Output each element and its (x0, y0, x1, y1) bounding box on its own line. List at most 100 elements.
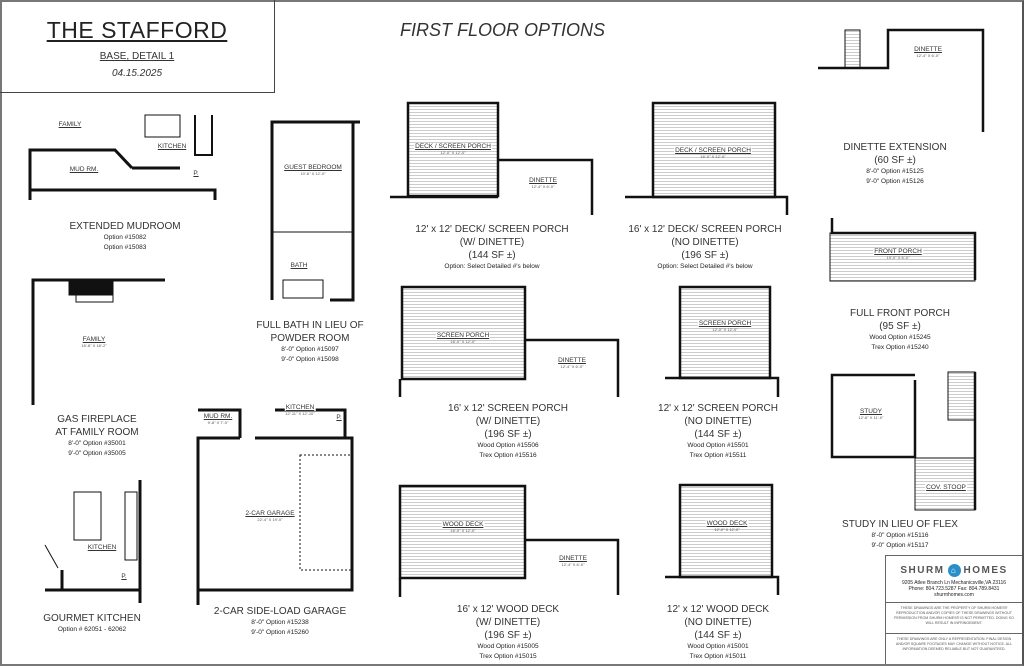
option-caption: 16' x 12' WOOD DECK(W/ DINETTE)(196 SF ±… (457, 603, 559, 662)
option-title: GAS FIREPLACE (57, 414, 137, 425)
option-title: 12' x 12' SCREEN PORCH (658, 403, 778, 414)
option-number: 8'-0" Option #15116 (871, 532, 929, 539)
option-number: 8'-0" Option #35001 (68, 440, 126, 447)
room-label: FAMILY (57, 121, 83, 128)
room-label: P. (192, 170, 200, 177)
option-number: Wood Option #15506 (477, 442, 539, 449)
option-caption: 12' x 12' DECK/ SCREEN PORCH (W/ DINETTE)… (415, 223, 568, 272)
room-label: P. (120, 573, 128, 580)
option-number: Trex Option #15240 (871, 344, 929, 351)
drawing-deck-screen-porch-12x12 (390, 101, 594, 215)
option-title: (NO DINETTE) (671, 237, 739, 248)
drawing-full-bath (270, 120, 360, 302)
option-title: EXTENDED MUDROOM (69, 221, 181, 232)
option-title: 16' x 12' WOOD DECK (456, 604, 560, 615)
copyright-notice: THESE DRAWINGS ARE THE PROPERTY OF SHURM… (886, 602, 1022, 629)
drawing-wood-deck-16x12 (398, 484, 620, 597)
plan-subtitle: BASE, DETAIL 1 (99, 51, 175, 62)
option-number: Option # 62051 - 62062 (57, 626, 127, 633)
room-label: KITCHEN (156, 143, 188, 150)
drawing-dinette-extension (818, 28, 985, 132)
option-title: (144 SF ±) (468, 250, 516, 261)
option-title: (144 SF ±) (694, 429, 742, 440)
option-caption: 12' x 12' SCREEN PORCH (NO DINETTE) (144 S… (658, 402, 778, 461)
option-number: Option #15083 (103, 244, 147, 251)
option-number: Wood Option #15001 (687, 643, 749, 650)
drawing-gas-fireplace (31, 278, 165, 405)
option-title: (196 SF ±) (484, 630, 532, 641)
option-number: Option: Select Detailed #'s below (657, 263, 753, 270)
option-title: (W/ DINETTE) (475, 416, 541, 427)
option-number: 8'-0" Option #15238 (251, 619, 309, 626)
option-title: (196 SF ±) (681, 250, 729, 261)
option-title: (W/ DINETTE) (459, 237, 525, 248)
drawing-front-porch (829, 218, 977, 282)
option-number: Wood Option #15501 (687, 442, 749, 449)
option-title: 16' x 12' SCREEN PORCH (448, 403, 568, 414)
builder-address: 9205 Atlee Branch Ln Mechanicsville,VA 2… (901, 580, 1007, 598)
option-caption: GAS FIREPLACE AT FAMILY ROOM 8'-0" Option … (55, 413, 138, 459)
disclaimer-notice: THESE DRAWINGS ARE ONLY A REPRESENTATION… (886, 633, 1022, 655)
option-title: 12' x 12' DECK/ SCREEN PORCH (415, 224, 569, 235)
room-label: MUD RM. (68, 166, 100, 173)
option-number: Option #15082 (103, 234, 147, 241)
option-title: (144 SF ±) (694, 630, 742, 641)
option-number: 8'-0" Option #15125 (866, 168, 924, 175)
option-caption: 16' x 12' SCREEN PORCH (W/ DINETTE) (196 S… (448, 402, 568, 461)
option-number: 9'-0" Option #15117 (871, 542, 929, 549)
builder-logo-block: SHURM⌂HOMES 9205 Atlee Branch Ln Mechani… (885, 555, 1022, 664)
option-title: 2-CAR SIDE-LOAD GARAGE (213, 606, 347, 617)
option-title: GOURMET KITCHEN (43, 613, 141, 624)
drawing-garage (196, 408, 354, 605)
option-number: Trex Option #15511 (689, 452, 747, 459)
room-label: MUD RM.9'-8" X 7'-0" (202, 413, 234, 425)
option-number: Trex Option #15015 (479, 653, 537, 660)
option-title: (NO DINETTE) (684, 416, 752, 427)
drawing-screen-porch-12x12 (665, 285, 780, 397)
option-title: (196 SF ±) (484, 429, 532, 440)
option-number: Wood Option #15005 (477, 643, 539, 650)
option-title: DINETTE EXTENSION (843, 142, 947, 153)
room-label: BATH (289, 262, 309, 269)
option-title: FULL FRONT PORCH (849, 308, 951, 319)
drawing-screen-porch-16x12 (398, 285, 620, 397)
option-title: (60 SF ±) (874, 155, 916, 166)
option-caption: 16' x 12' DECK/ SCREEN PORCH (NO DINETTE)… (628, 223, 781, 272)
option-title: 16' x 12' DECK/ SCREEN PORCH (628, 224, 782, 235)
option-title: AT FAMILY ROOM (55, 427, 139, 438)
option-caption: FULL FRONT PORCH (95 SF ±) Wood Option #15… (850, 307, 950, 353)
drawing-deck-screen-porch-16x12 (625, 101, 789, 215)
option-caption: 12' x 12' WOOD DECK(NO DINETTE)(144 SF ±… (667, 603, 769, 662)
option-number: Wood Option #15245 (869, 334, 931, 341)
plan-date: 04.15.2025 (111, 68, 163, 79)
drawing-gourmet-kitchen (44, 480, 142, 603)
option-caption: 2-CAR SIDE-LOAD GARAGE 8'-0" Option #1523… (214, 605, 346, 638)
option-title: POWDER ROOM (270, 333, 350, 344)
option-number: Trex Option #15011 (689, 653, 747, 660)
option-number: 9'-0" Option #35005 (68, 450, 126, 457)
plan-name: THE STAFFORD (46, 17, 228, 43)
option-title: (95 SF ±) (879, 321, 921, 332)
drawing-extended-mudroom (28, 114, 217, 200)
room-label: COV. STOOP (925, 484, 967, 491)
drawing-wood-deck-12x12 (665, 483, 780, 595)
option-number: Trex Option #15516 (479, 452, 537, 459)
option-caption: GOURMET KITCHEN Option # 62051 - 62062 (43, 612, 141, 635)
